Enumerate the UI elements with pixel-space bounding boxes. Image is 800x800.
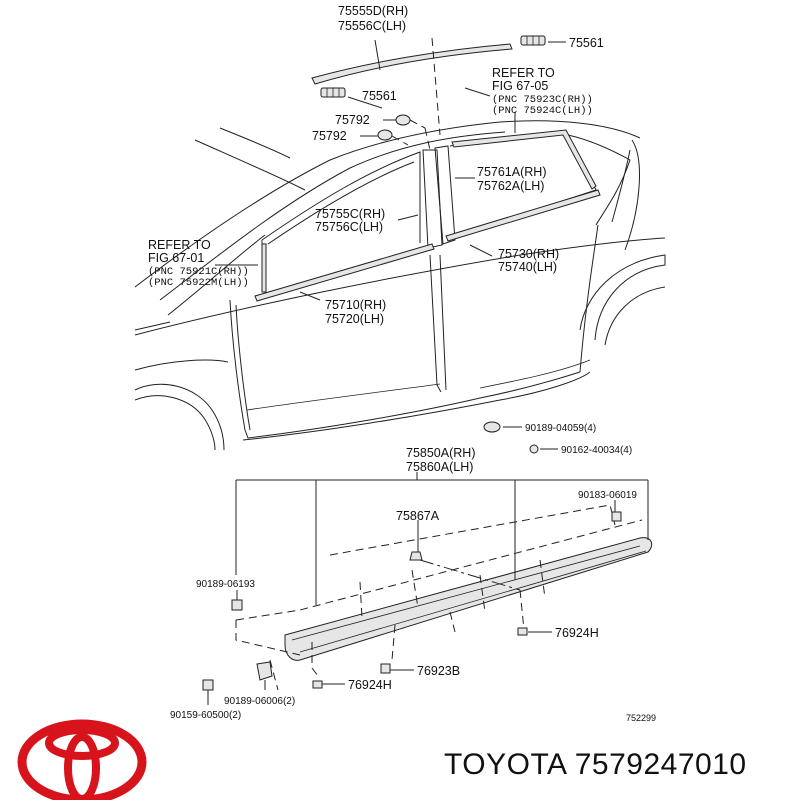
- label-refer-left-3: (PNC 75921C(RH)): [148, 266, 249, 278]
- toyota-logo-icon: [17, 719, 147, 800]
- label-front-window-molding-rh: 75755C(RH): [315, 207, 385, 221]
- window-frame-molding-front: [261, 243, 267, 293]
- label-pillar-molding-rh: 75761A(RH): [477, 165, 546, 179]
- leader-lines-bottom: [207, 426, 649, 705]
- roof-drip-molding: [311, 43, 513, 85]
- clip-90159-60500-icon: [202, 679, 214, 691]
- screw-90162-40034-icon: [529, 444, 539, 454]
- label-roof-molding-lh: 75556C(LH): [338, 19, 406, 33]
- label-rocker-molding-lh: 75860A(LH): [406, 460, 473, 474]
- label-clip-75561-left: 75561: [362, 89, 397, 103]
- label-clip-76924h-right: 76924H: [555, 626, 599, 640]
- rocker-molding-dashed-outline: [235, 504, 643, 691]
- clip-76924h-right-icon: [517, 627, 528, 636]
- clip-75867a-icon: [409, 551, 423, 561]
- label-clip-90183: 90183-06019: [578, 490, 637, 501]
- rear-window-molding: [451, 129, 597, 190]
- rocker-panel-molding: [284, 537, 653, 661]
- clip-75792-a-icon: [395, 114, 411, 126]
- clip-90183-06019-icon: [611, 511, 622, 522]
- clip-75561-left-icon: [320, 87, 346, 98]
- clip-76923b-icon: [380, 663, 391, 674]
- rear-door-belt-molding: [445, 189, 601, 242]
- label-refer-right-3: (PNC 75923C(RH)): [492, 94, 593, 106]
- label-clip-90189-06006: 90189-06006(2): [224, 696, 295, 707]
- label-screw-b: 90162-40034(4): [561, 445, 632, 456]
- label-rocker-molding-rh: 75850A(RH): [406, 446, 475, 460]
- front-door-belt-molding: [254, 243, 435, 302]
- label-clip-75792-a: 75792: [335, 113, 370, 127]
- label-front-door-molding-rh: 75710(RH): [325, 298, 386, 312]
- clip-75792-b-icon: [377, 129, 393, 141]
- leader-lines-top: [215, 37, 566, 301]
- label-clip-76923b: 76923B: [417, 664, 460, 678]
- clip-75561-top-icon: [520, 35, 546, 46]
- clip-90189-06193-icon: [231, 599, 243, 611]
- brand-part-number: TOYOTA 7579247010: [444, 748, 747, 781]
- clip-90189-06006-icon: [256, 661, 273, 681]
- label-rear-door-molding-lh: 75740(LH): [498, 260, 557, 274]
- label-clip-90159: 90159-60500(2): [170, 710, 241, 721]
- label-front-window-molding-lh: 75756C(LH): [315, 220, 383, 234]
- screw-90189-04059-icon: [483, 421, 501, 433]
- label-front-door-molding-lh: 75720(LH): [325, 312, 384, 326]
- label-refer-right-2: FIG 67-05: [492, 79, 548, 93]
- label-refer-left-4: (PNC 75922M(LH)): [148, 277, 249, 289]
- label-figure-number: 752299: [626, 713, 656, 723]
- label-pillar-molding-lh: 75762A(LH): [477, 179, 544, 193]
- label-screw-a: 90189-04059(4): [525, 423, 596, 434]
- label-refer-right-1: REFER TO: [492, 66, 555, 80]
- label-refer-left-1: REFER TO: [148, 238, 211, 252]
- label-clip-75867a: 75867A: [396, 509, 440, 523]
- label-clip-90189-06193: 90189-06193: [196, 579, 255, 590]
- label-clip-75561-top: 75561: [569, 36, 604, 50]
- label-rear-door-molding-rh: 75730(RH): [498, 247, 559, 261]
- label-roof-molding-rh: 75555D(RH): [338, 4, 408, 18]
- label-refer-right-4: (PNC 75924C(LH)): [492, 105, 593, 117]
- label-refer-left-2: FIG 67-01: [148, 251, 204, 265]
- clip-76924h-left-icon: [312, 680, 323, 689]
- label-clip-76924h-left: 76924H: [348, 678, 392, 692]
- label-clip-75792-b: 75792: [312, 129, 347, 143]
